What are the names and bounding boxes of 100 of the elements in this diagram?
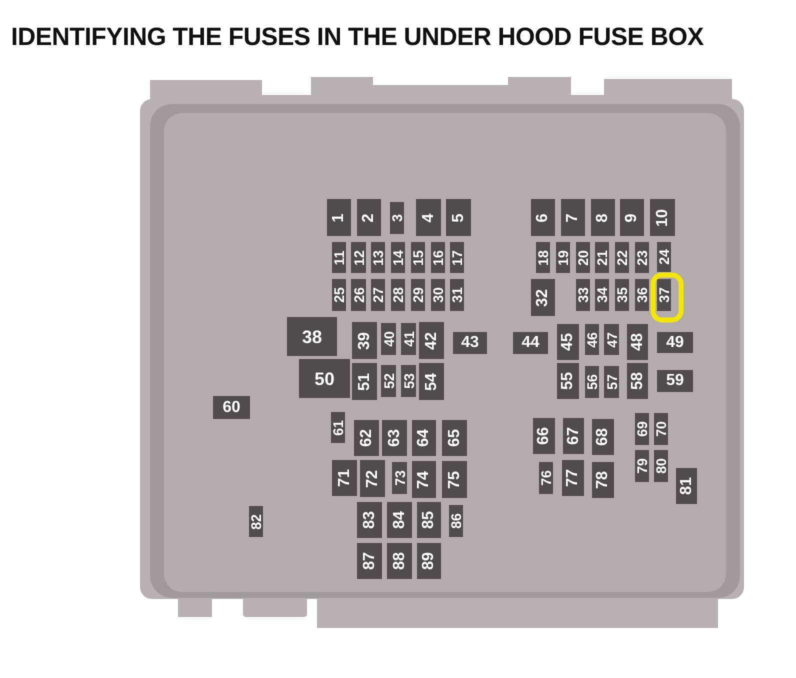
- fuse: [371, 242, 385, 273]
- fuse: [557, 363, 579, 399]
- fuse: [354, 420, 379, 456]
- fuse-number: 14: [391, 250, 405, 266]
- fuse: [595, 279, 609, 311]
- fuse: [416, 199, 441, 236]
- fuse: [531, 199, 555, 236]
- fuse-number: 69: [635, 421, 649, 437]
- fuse: [635, 450, 649, 482]
- fuse: [360, 460, 385, 497]
- fuse: [332, 460, 357, 496]
- fuse: [657, 242, 671, 272]
- fuse-number: 65: [446, 429, 462, 447]
- fuse-number: 22: [615, 250, 629, 266]
- fuse: [331, 412, 345, 443]
- fuse-number: 56: [585, 374, 599, 390]
- fuse-number: 79: [635, 458, 649, 474]
- fuse-number: 46: [585, 332, 599, 348]
- fuse-number: 43: [461, 335, 479, 351]
- fuse-number: 1: [331, 213, 347, 222]
- fuse: [332, 279, 346, 311]
- fuse-number: 23: [635, 250, 649, 266]
- fuse: [585, 366, 599, 398]
- fuse: [401, 323, 416, 355]
- fuse: [513, 332, 548, 354]
- fuse-number: 9: [624, 213, 640, 222]
- title: IDENTIFYING THE FUSES IN THE UNDER HOOD FUSE BOX: [11, 25, 704, 50]
- fuse: [287, 317, 337, 356]
- fuse-number: 59: [666, 373, 684, 389]
- fuse-number: 88: [392, 552, 408, 570]
- fuse-number: 4: [420, 213, 436, 222]
- fuse: [387, 502, 412, 538]
- fuse: [431, 242, 445, 273]
- fuse: [585, 324, 599, 355]
- fuse: [381, 365, 396, 397]
- fuse-number: 53: [402, 373, 416, 389]
- fuse: [446, 199, 471, 236]
- fuse-number: 10: [654, 208, 670, 226]
- fuse-number: 81: [678, 477, 694, 495]
- fuse: [213, 396, 250, 419]
- fuse-number: 18: [536, 250, 550, 266]
- fuse-number: 33: [576, 287, 590, 303]
- fuse-number: 44: [522, 335, 540, 351]
- fuse: [450, 242, 464, 273]
- fuse: [419, 322, 444, 359]
- fuse: [352, 322, 377, 359]
- fuse: [411, 279, 425, 311]
- fuse: [563, 418, 584, 454]
- fuse: [654, 450, 668, 482]
- fuse: [557, 324, 579, 360]
- fuse: [412, 420, 436, 456]
- fuse-number: 11: [332, 250, 346, 265]
- fuse: [615, 242, 629, 273]
- fuse-number: 86: [449, 513, 463, 529]
- fuse: [357, 543, 382, 579]
- fuse-number: 58: [630, 372, 646, 390]
- fuse-number: 3: [390, 214, 404, 222]
- fuse-number: 77: [565, 469, 581, 487]
- fuse: [650, 199, 675, 236]
- fuse: [449, 505, 463, 537]
- fuse-number: 39: [356, 332, 372, 350]
- fuse-number: 15: [411, 250, 425, 266]
- fuse-number: 35: [615, 287, 629, 303]
- fuse: [391, 242, 405, 273]
- fuse-number: 29: [411, 287, 425, 303]
- fuse: [576, 242, 590, 273]
- fuse: [419, 363, 444, 400]
- fuse-number: 76: [539, 470, 553, 486]
- fuse-number: 68: [595, 428, 611, 446]
- fuse-number: 27: [371, 287, 385, 303]
- fuse-number: 52: [382, 373, 396, 389]
- fuse: [352, 363, 377, 400]
- fuse: [561, 199, 585, 236]
- fuse: [657, 279, 671, 311]
- fuse-number: 71: [336, 469, 352, 487]
- fuse: [539, 462, 553, 494]
- fuse-number: 32: [535, 288, 551, 306]
- fuse: [604, 366, 619, 398]
- fuse-number: 57: [604, 374, 618, 390]
- fuse-number: 45: [560, 333, 576, 351]
- fuse: [556, 242, 570, 273]
- fuse: [249, 506, 263, 537]
- fuse-number: 26: [352, 287, 366, 303]
- fuse: [417, 502, 441, 538]
- fuse-number: 16: [431, 250, 445, 266]
- fuse-number: 85: [421, 511, 437, 529]
- fuse-number: 66: [536, 427, 552, 445]
- fuse: [627, 324, 648, 360]
- fuse-number: 13: [371, 250, 385, 266]
- fuse: [371, 279, 385, 311]
- fuse: [533, 418, 555, 454]
- fuse-number: 61: [331, 420, 345, 436]
- fuse: [351, 242, 366, 273]
- fuse: [654, 413, 668, 445]
- fuse: [595, 242, 609, 273]
- fuse-number: 17: [450, 250, 464, 266]
- fuse-number: 30: [431, 287, 445, 303]
- fuse-number: 64: [416, 429, 432, 447]
- fuse-number: 7: [565, 213, 581, 222]
- fuse-number: 89: [421, 552, 437, 570]
